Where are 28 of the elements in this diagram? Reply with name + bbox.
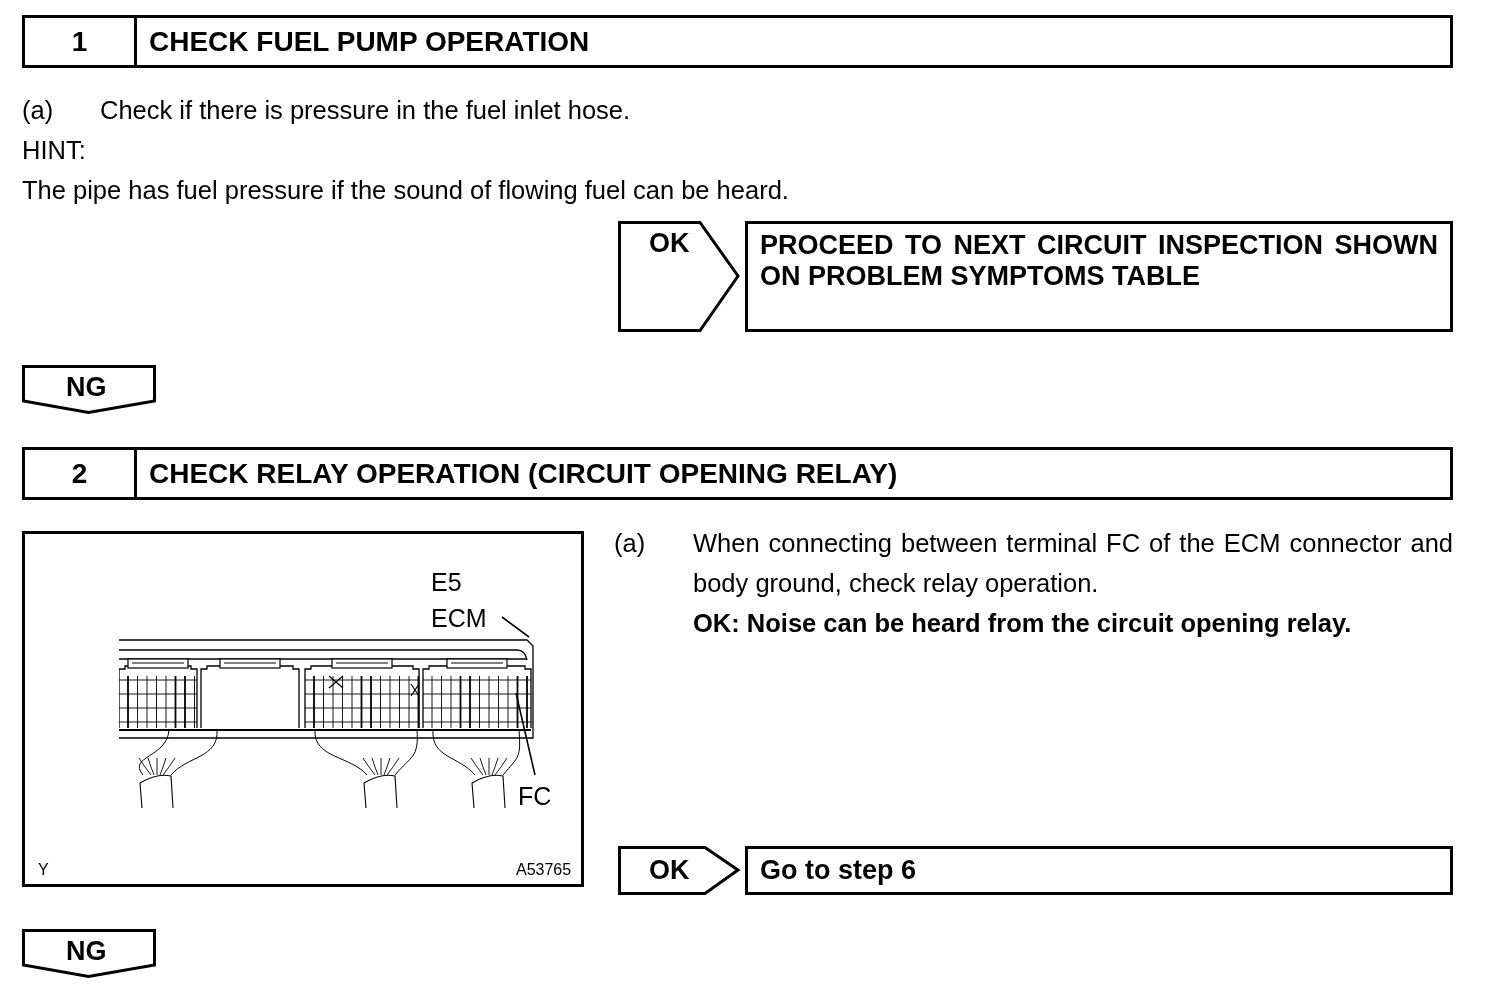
instruction-text: (a) [614,528,646,559]
step-header-box [22,447,1453,500]
instruction-text: (a) [22,95,54,126]
result-box [745,846,1453,895]
result-box [745,221,1453,332]
instruction-text: OK: Noise can be heard from the circuit opening relay. [693,608,1353,639]
tag-text: OK [649,228,690,258]
tag-text: NG [66,372,107,402]
tag-text: OK [649,855,690,885]
step-title: CHECK RELAY OPERATION (CIRCUIT OPENING RELAY) [148,457,898,490]
step-header-box [22,15,1453,68]
illustration-frame [22,531,584,887]
instruction-text: When connecting between terminal FC of the ECM connector and body ground, check relay operation. [693,528,1453,599]
step-title: CHECK FUEL PUMP OPERATION [148,25,590,58]
tag-text: NG [66,936,107,966]
instruction-text: Check if there is pressure in the fuel inlet hose. [100,95,631,126]
step-number: 2 [71,457,88,490]
leader-line [501,616,530,638]
figure-code: Y [38,860,49,880]
leader-line [515,692,536,776]
instruction-text: HINT: [22,135,86,166]
callout-label: FC [518,778,558,814]
callout-label: E5 ECM [431,564,521,638]
instruction-text: The pipe has fuel pressure if the sound of flowing fuel can be heard. [22,175,789,206]
result-text: PROCEED TO NEXT CIRCUIT INSPECTION SHOWN ON PROBLEM SYMPTOMS TABLE [760,230,1438,292]
result-text: Go to step 6 [760,855,917,886]
figure-code: A53765 [516,860,572,880]
step-number: 1 [71,25,88,58]
